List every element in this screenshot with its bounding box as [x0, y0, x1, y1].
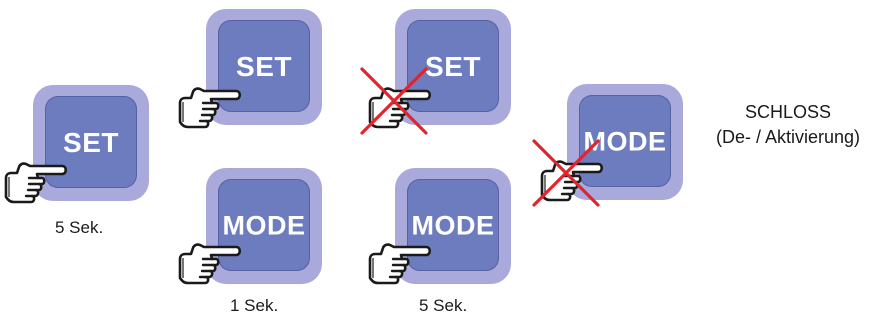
mode-button: MODE: [567, 84, 683, 200]
pointing-hand-icon: [4, 162, 68, 204]
set-button-label: SET: [63, 127, 119, 158]
duration-label: 1 Sek.: [230, 296, 279, 315]
set-button: SET: [395, 9, 511, 125]
duration-label: 5 Sek.: [55, 218, 104, 237]
mode-button-label: MODE: [222, 210, 306, 241]
set-button-label: SET: [236, 51, 292, 82]
result-subtitle: (De- / Aktivierung): [715, 127, 861, 147]
cross-icon: [360, 67, 428, 135]
duration-label: 5 Sek.: [419, 296, 468, 315]
set-button: SET: [33, 85, 149, 201]
pointing-hand-icon: [368, 243, 432, 285]
set-button-label: SET: [425, 51, 481, 82]
mode-button-label: MODE: [411, 210, 495, 241]
result-label: SCHLOSS (De- / Aktivierung): [690, 100, 886, 150]
mode-button: MODE: [395, 168, 511, 284]
pointing-hand-icon: [178, 87, 242, 129]
pointing-hand-icon: [178, 243, 242, 285]
result-title: SCHLOSS: [744, 102, 832, 122]
cross-icon: [532, 139, 600, 207]
